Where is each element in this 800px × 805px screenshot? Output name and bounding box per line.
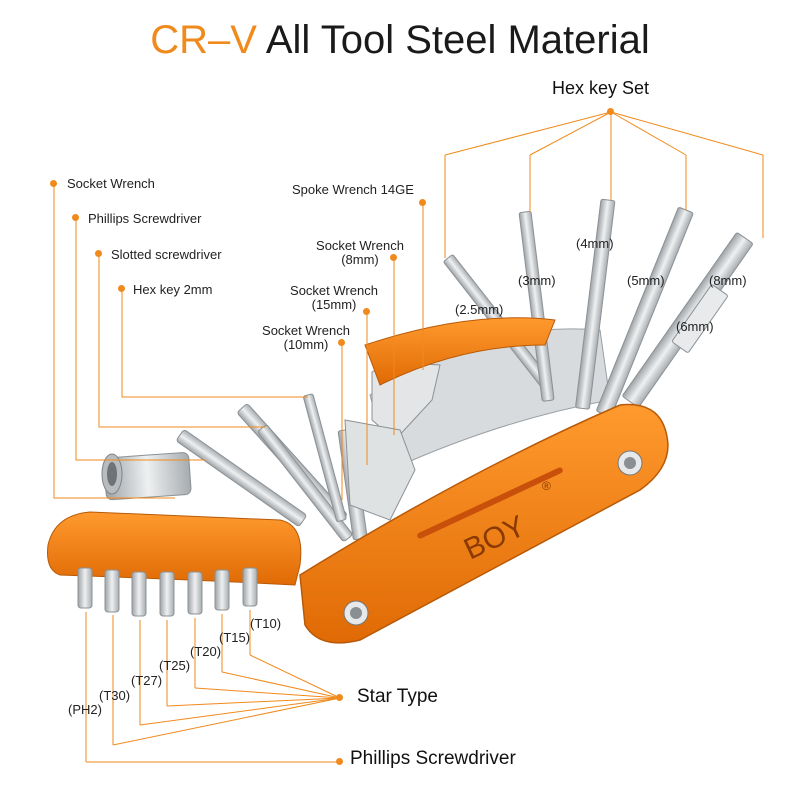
hex-key-2mm-label: Hex key 2mm xyxy=(133,282,213,297)
sw10-line2: (10mm) xyxy=(283,337,329,352)
hex-6mm-label: (6mm) xyxy=(676,319,714,334)
sw8-line1: Socket Wrench xyxy=(316,238,404,253)
socket-wrench-15mm-label: Socket Wrench (15mm) xyxy=(278,284,390,312)
star-type-dot xyxy=(336,694,343,701)
sw10-line1: Socket Wrench xyxy=(262,323,350,338)
brand-mark: ® xyxy=(542,479,551,493)
bit-holder xyxy=(47,511,302,617)
sw15-dot xyxy=(363,308,370,315)
hex-2-5mm-label: (2.5mm) xyxy=(455,302,504,317)
phillips-bottom-label: Phillips Screwdriver xyxy=(350,748,516,769)
phillips-bottom-dot xyxy=(336,758,343,765)
spoke-dot xyxy=(419,199,426,206)
socket-wrench-8mm-label: Socket Wrench (8mm) xyxy=(305,239,415,267)
spoke-wrench-label: Spoke Wrench 14GE xyxy=(292,182,414,197)
socket-wrench-10mm-label: Socket Wrench (10mm) xyxy=(250,324,362,352)
hex-4mm-label: (4mm) xyxy=(576,236,614,251)
hex-set-dot xyxy=(607,108,614,115)
leader-lines xyxy=(53,111,764,763)
bit-t10-label: (T10) xyxy=(250,616,282,631)
left-tools xyxy=(101,393,368,542)
title-rest: All Tool Steel Material xyxy=(265,18,650,62)
bit-t27-label: (T27) xyxy=(131,673,163,688)
bit-t30-label: (T30) xyxy=(99,688,131,703)
bit-t25-label: (T25) xyxy=(159,658,191,673)
bit-t20-label: (T20) xyxy=(190,644,222,659)
wrench-plates xyxy=(344,361,441,521)
title-accent: CR–V xyxy=(150,18,257,62)
page-title: CR–V All Tool Steel Material xyxy=(0,18,800,63)
sw15-line2: (15mm) xyxy=(311,297,357,312)
hex-5mm-label: (5mm) xyxy=(627,273,665,288)
sw10-dot xyxy=(338,339,345,346)
sw15-line1: Socket Wrench xyxy=(290,283,378,298)
hex-3mm-label: (3mm) xyxy=(518,273,556,288)
hex-set-heading: Hex key Set xyxy=(552,78,650,98)
bit-t15-label: (T15) xyxy=(219,630,251,645)
phillips-screwdriver-label: Phillips Screwdriver xyxy=(88,211,202,226)
sw8-dot xyxy=(390,254,397,261)
hex-8mm-label: (8mm) xyxy=(709,273,747,288)
orange-body xyxy=(299,317,669,644)
hex2-dot xyxy=(118,285,125,292)
bit-ph2-label: (PH2) xyxy=(68,702,102,717)
slotted-screwdriver-label: Slotted screwdriver xyxy=(111,247,222,262)
slotted-dot xyxy=(95,250,102,257)
socket-wrench-label: Socket Wrench xyxy=(67,176,155,191)
socket-wrench-dot xyxy=(50,180,57,187)
phillips-dot xyxy=(72,214,79,221)
star-type-label: Star Type xyxy=(357,686,438,707)
sw8-line2: (8mm) xyxy=(341,252,379,267)
